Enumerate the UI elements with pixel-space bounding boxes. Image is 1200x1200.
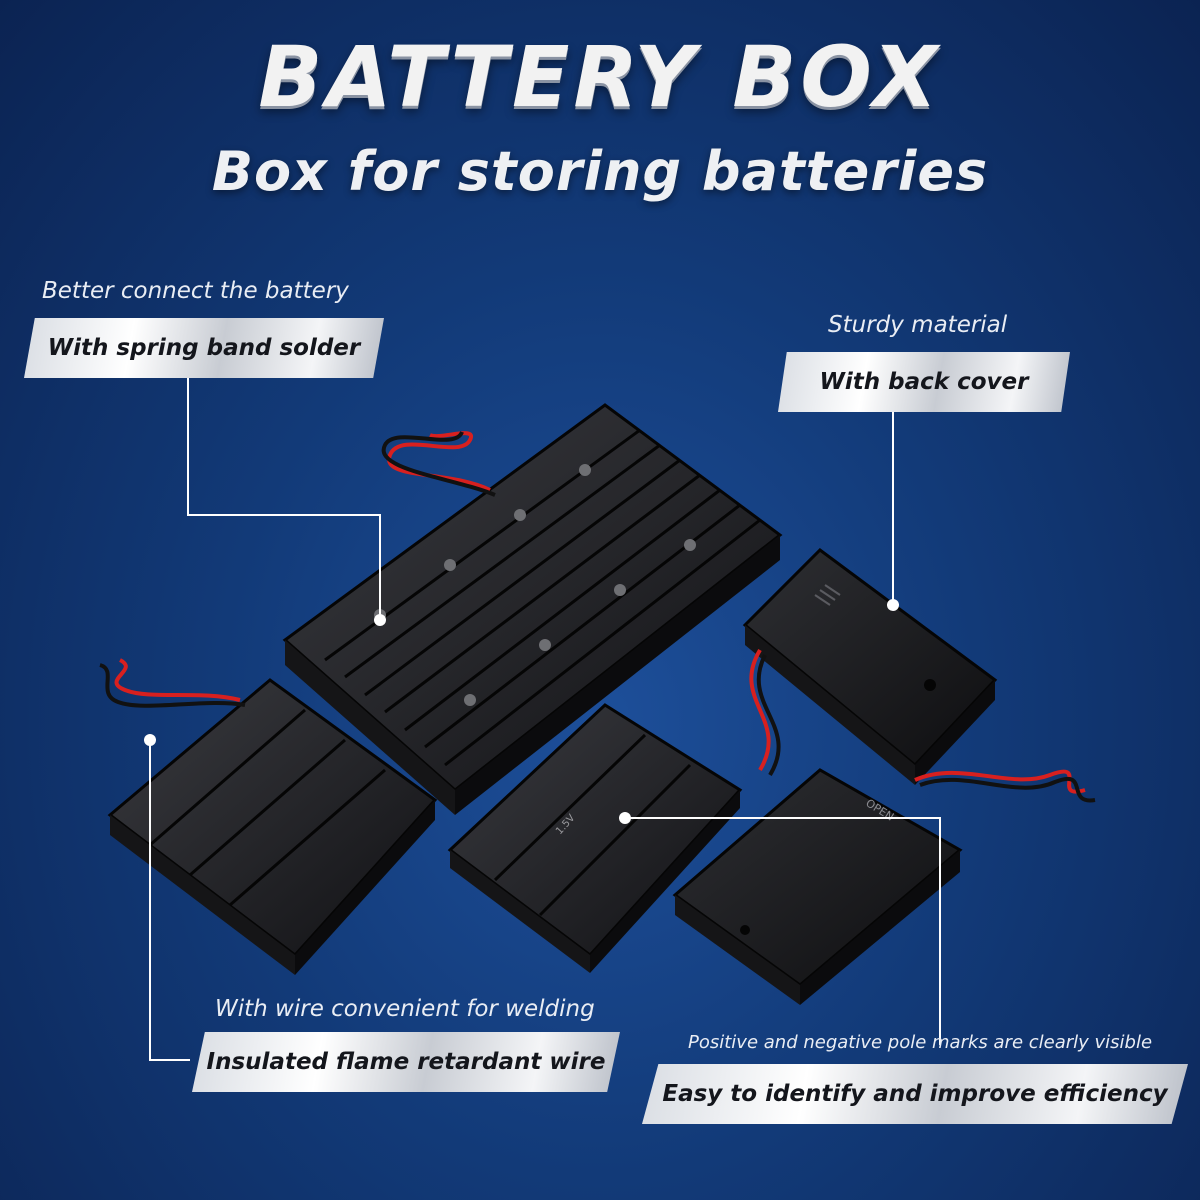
covered-holder-bottom: OPEN [672,768,963,1005]
spring-callout-line [187,378,381,620]
cover-banner: With back cover [778,352,1070,412]
wire-caption: With wire convenient for welding [215,996,595,1022]
covered-holder-top [742,548,1096,803]
pole-caption: Positive and negative pole marks are cle… [688,1032,1153,1053]
page-subtitle: Box for storing batteries [211,140,989,203]
spring-caption: Better connect the battery [42,278,349,304]
wire-banner: Insulated flame retardant wire [192,1032,620,1092]
pole-banner: Easy to identify and improve efficiency [642,1064,1188,1124]
callout-dots [144,599,899,824]
wire-callout-line [149,740,190,1061]
cover-caption: Sturdy material [828,312,1008,338]
spring-banner: With spring band solder [24,318,384,378]
pole-callout-line [625,817,941,1045]
three-slot-battery-holder: 1.5V [447,703,743,973]
callout-lines [149,378,941,1061]
eight-slot-battery-holder [282,403,783,815]
page-title: BATTERY BOX [258,28,942,126]
four-slot-battery-holder [99,658,438,975]
